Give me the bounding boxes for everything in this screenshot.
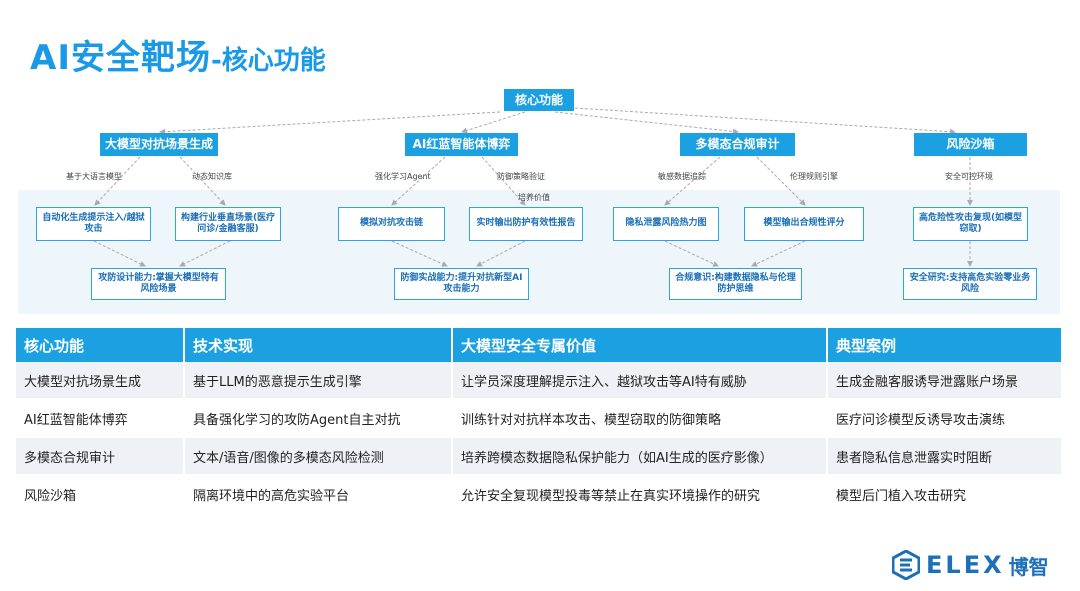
table-cell: AI红蓝智能体博弈 — [16, 400, 185, 438]
branch-node-compliance-audit: 多模态合规审计 — [680, 133, 795, 156]
edge-root-b1 — [159, 111, 501, 135]
table-header-cell: 大模型安全专属价值 — [453, 328, 828, 362]
leaf-node: 自动化生成提示注入/越狱攻击 — [36, 207, 151, 241]
table-cell: 多模态合规审计 — [16, 438, 185, 476]
table-header-cell: 典型案例 — [828, 328, 1061, 362]
edge-label: 安全可控环境 — [945, 172, 993, 181]
table-cell: 文本/语音/图像的多模态风险检测 — [185, 438, 453, 476]
edge-label: 防御策略验证 — [497, 172, 545, 181]
table-cell: 模型后门植入攻击研究 — [828, 476, 1061, 514]
edge-label: 强化学习Agent — [375, 172, 431, 181]
result-node: 合规意识:构建数据隐私与伦理防护思维 — [669, 268, 802, 300]
edge-label: 培养价值 — [518, 193, 550, 202]
table-row: 多模态合规审计 文本/语音/图像的多模态风险检测 培养跨模态数据隐私保护能力（如… — [16, 438, 1061, 476]
table-cell: 培养跨模态数据隐私保护能力（如AI生成的医疗影像） — [453, 438, 828, 476]
table-cell: 生成金融客服诱导泄露账户场景 — [828, 362, 1061, 400]
table-row: 风险沙箱 隔离环境中的高危实验平台 允许安全复现模型投毒等禁止在真实环境操作的研… — [16, 476, 1061, 514]
table-cell: 允许安全复现模型投毒等禁止在真实环境操作的研究 — [453, 476, 828, 514]
core-functions-table: 核心功能 技术实现 大模型安全专属价值 典型案例 大模型对抗场景生成 基于LLM… — [16, 328, 1061, 514]
result-node: 防御实战能力:提升对抗新型AI攻击能力 — [394, 268, 529, 300]
edge-label: 基于大语言模型 — [66, 172, 122, 181]
leaf-node: 模型输出合规性评分 — [744, 207, 864, 241]
page-title-sub: -核心功能 — [210, 46, 326, 76]
edge-label: 动态知识库 — [192, 172, 232, 181]
leaf-node: 构建行业垂直场景(医疗问诊/金融客服) — [175, 207, 281, 241]
table-header-cell: 技术实现 — [185, 328, 453, 362]
table-cell: 让学员深度理解提示注入、越狱攻击等AI特有威胁 — [453, 362, 828, 400]
logo-wordmark: ELEX — [926, 551, 1005, 579]
elex-logo-icon — [892, 550, 920, 580]
brand-logo: ELEX 博智 — [892, 548, 1049, 582]
table-row: AI红蓝智能体博弈 具备强化学习的攻防Agent自主对抗 训练针对对抗样本攻击、… — [16, 400, 1061, 438]
table-cell: 大模型对抗场景生成 — [16, 362, 185, 400]
page-title: AI安全靶场-核心功能 — [30, 30, 326, 79]
table-cell: 训练针对对抗样本攻击、模型窃取的防御策略 — [453, 400, 828, 438]
table-cell: 隔离环境中的高危实验平台 — [185, 476, 453, 514]
page-title-main: AI安全靶场 — [30, 38, 211, 78]
table-header-row: 核心功能 技术实现 大模型安全专属价值 典型案例 — [16, 328, 1061, 362]
diagram-root-node: 核心功能 — [504, 89, 574, 111]
leaf-node: 隐私泄露风险热力图 — [613, 207, 719, 241]
table-row: 大模型对抗场景生成 基于LLM的恶意提示生成引擎 让学员深度理解提示注入、越狱攻… — [16, 362, 1061, 400]
result-node: 攻防设计能力:掌握大模型特有风险场景 — [91, 268, 226, 300]
edge-label: 伦理规则引擎 — [790, 172, 838, 181]
logo-cn-name: 博智 — [1008, 554, 1049, 579]
branch-node-risk-sandbox: 风险沙箱 — [914, 133, 1027, 156]
branch-node-red-blue-agents: AI红蓝智能体博弈 — [405, 133, 518, 156]
table-cell: 医疗问诊模型反诱导攻击演练 — [828, 400, 1061, 438]
branch-node-scenario-generation: 大模型对抗场景生成 — [100, 133, 218, 156]
edge-root-b2 — [461, 111, 526, 134]
table-cell: 具备强化学习的攻防Agent自主对抗 — [185, 400, 453, 438]
table-cell: 患者隐私信息泄露实时阻断 — [828, 438, 1061, 476]
table-cell: 风险沙箱 — [16, 476, 185, 514]
leaf-node: 实时输出防护有效性报告 — [469, 207, 583, 241]
leaf-node: 高危险性攻击复现(如模型窃取) — [913, 207, 1028, 241]
diagram-connectors — [93, 107, 973, 267]
leaf-node: 模拟对抗攻击链 — [338, 207, 445, 241]
edge-label: 敏感数据追踪 — [658, 172, 706, 181]
edge-root-b4 — [574, 107, 956, 135]
table-header-cell: 核心功能 — [16, 328, 185, 362]
table-cell: 基于LLM的恶意提示生成引擎 — [185, 362, 453, 400]
edge-root-b3 — [554, 111, 739, 135]
result-node: 安全研究:支持高危实验零业务风险 — [903, 268, 1037, 300]
